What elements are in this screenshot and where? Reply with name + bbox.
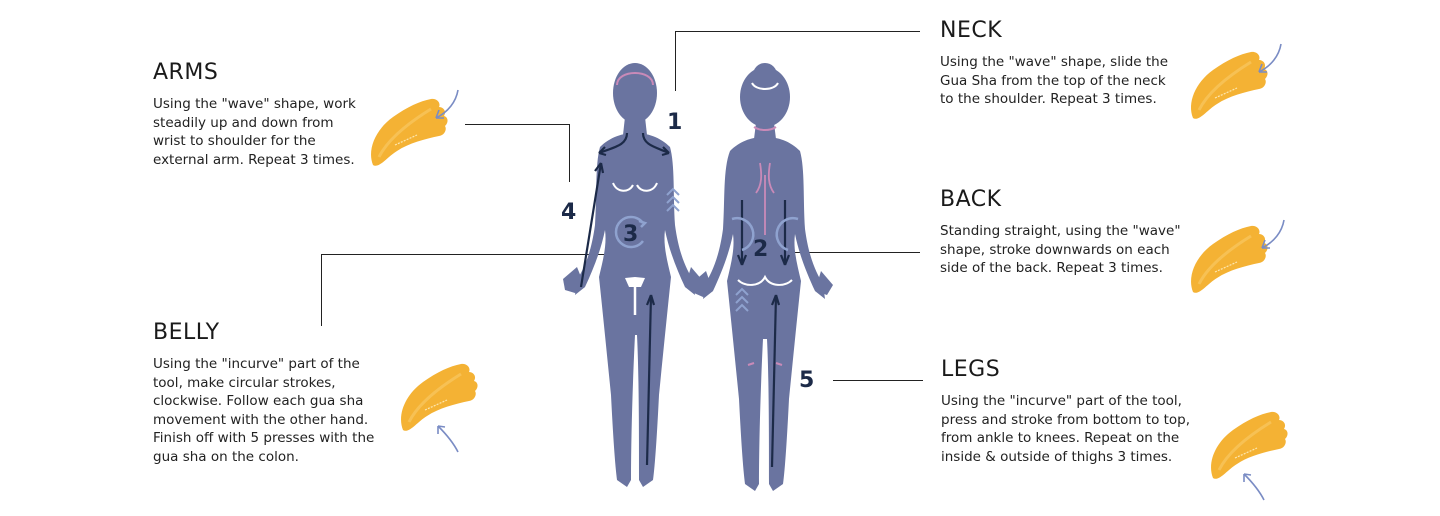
curved-arrow-icon: [1258, 43, 1282, 73]
curved-arrow-icon: [437, 425, 459, 453]
legs-heading: LEGS: [941, 357, 1001, 382]
arms-section: ARMS Using the "wave" shape, work steadi…: [153, 60, 383, 169]
arms-heading: ARMS: [153, 60, 219, 85]
neck-heading: NECK: [940, 18, 1003, 43]
arms-leader-line: [465, 124, 570, 125]
belly-heading: BELLY: [153, 320, 220, 345]
curved-arrow-icon: [435, 89, 459, 119]
step-number-neck: 1: [667, 110, 683, 135]
arms-leader-line: [569, 124, 570, 182]
back-body-figure: [692, 63, 833, 491]
curved-arrow-icon: [1243, 473, 1265, 501]
back-section: BACK Standing straight, using the "wave"…: [940, 187, 1200, 278]
step-number-belly: 3: [623, 222, 639, 247]
belly-leader-line: [321, 254, 322, 326]
back-heading: BACK: [940, 187, 1002, 212]
arms-description: Using the "wave" shape, work steadily up…: [153, 96, 356, 168]
belly-leader-line: [321, 254, 611, 255]
legs-leader-line: [833, 380, 923, 381]
step-number-arms: 4: [561, 200, 577, 225]
neck-leader-line: [675, 31, 920, 32]
step-number-back: 2: [753, 237, 769, 262]
belly-section: BELLY Using the "incurve" part of the to…: [153, 320, 403, 466]
neck-leader-line: [675, 31, 676, 91]
step-number-legs: 5: [799, 368, 815, 393]
back-description: Standing straight, using the "wave" shap…: [940, 223, 1181, 276]
neck-section: NECK Using the "wave" shape, slide the G…: [940, 18, 1190, 109]
back-leader-line: [795, 252, 920, 253]
neck-description: Using the "wave" shape, slide the Gua Sh…: [940, 54, 1169, 107]
curved-arrow-icon: [1261, 219, 1285, 249]
front-body-figure: [563, 63, 703, 487]
legs-section: LEGS Using the "incurve" part of the too…: [941, 357, 1221, 466]
legs-description: Using the "incurve" part of the tool, pr…: [941, 393, 1191, 465]
belly-description: Using the "incurve" part of the tool, ma…: [153, 356, 375, 465]
